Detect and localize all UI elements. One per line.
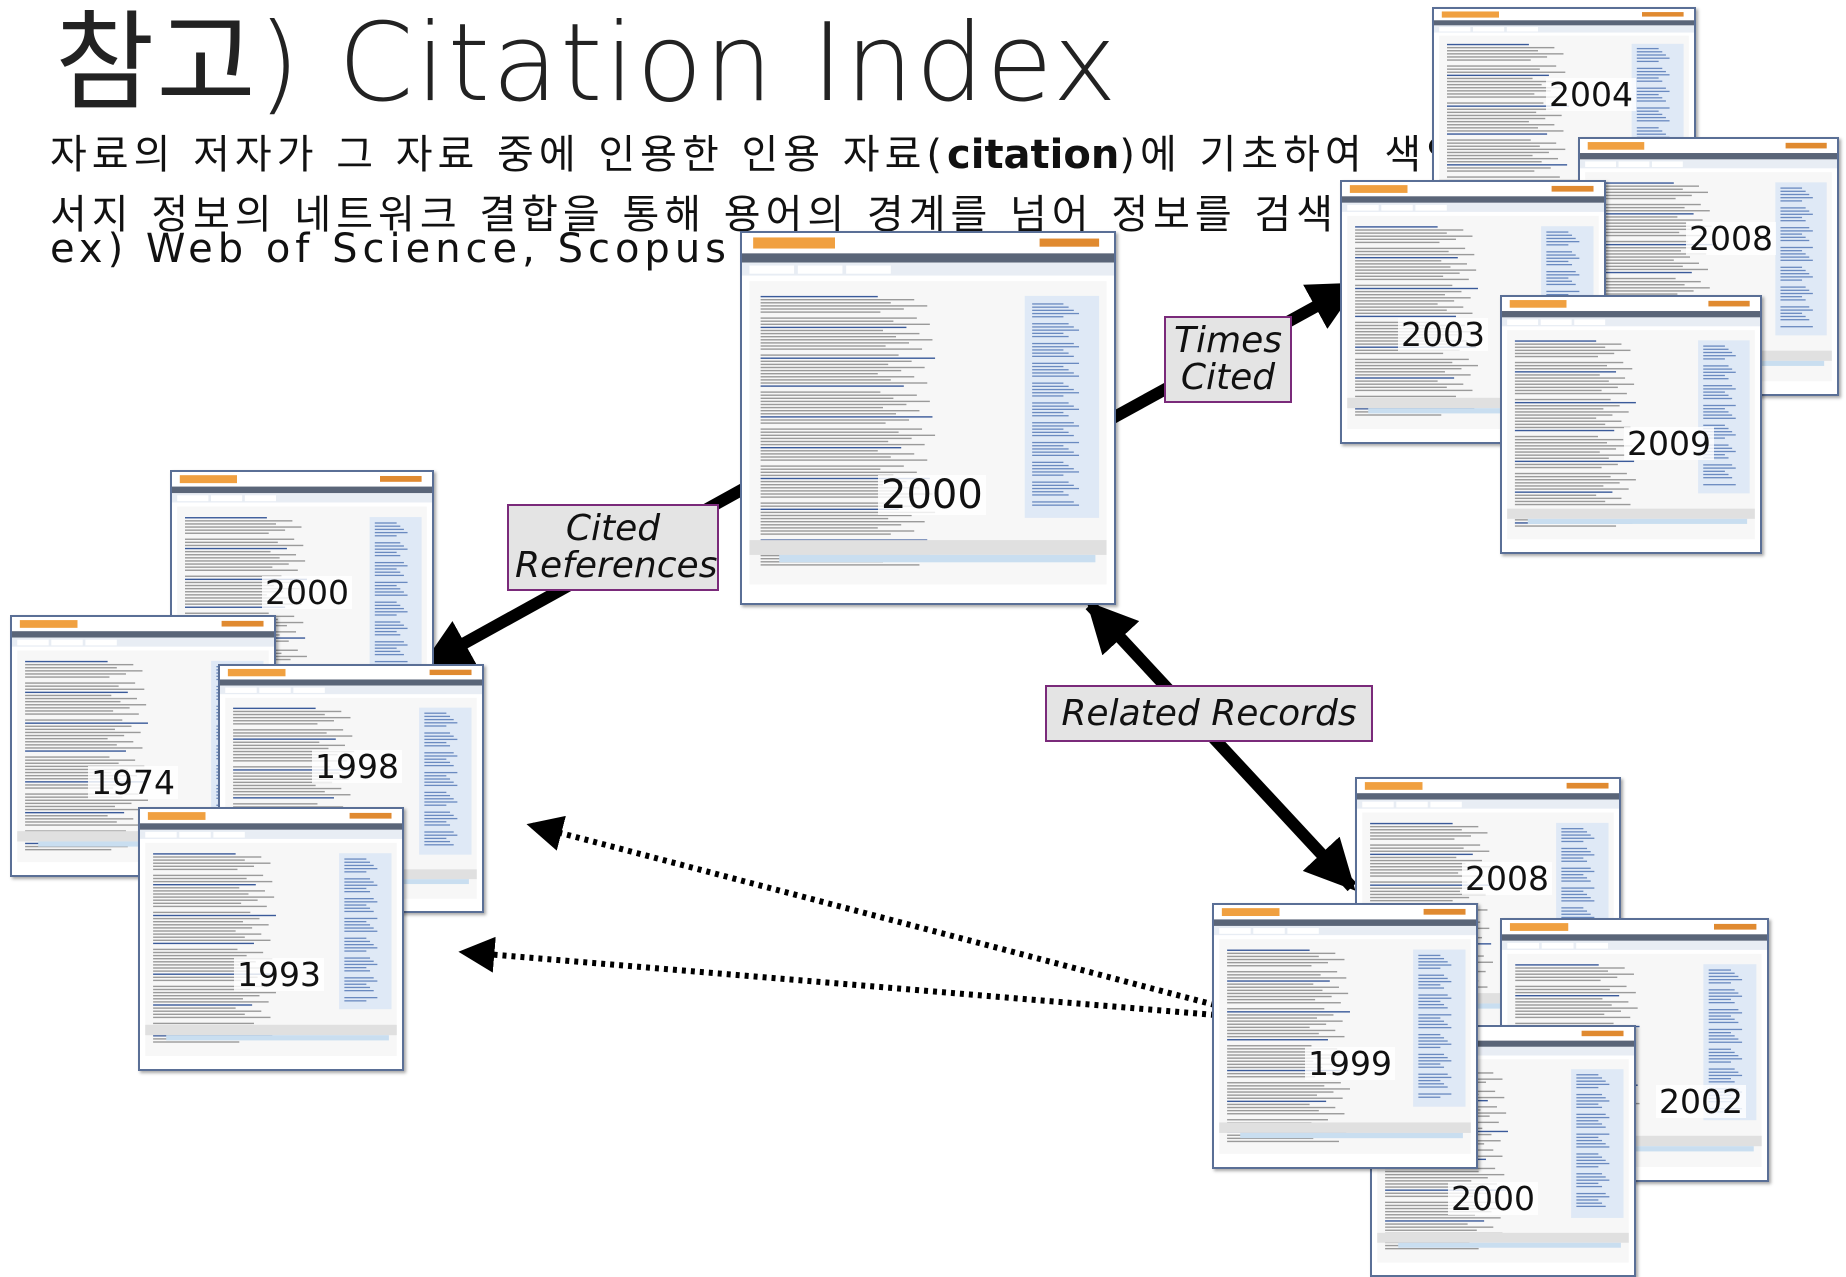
description-line-3: ex) Web of Science, Scopus [50, 226, 732, 272]
page-title: 참고) Citation Index [55, 1, 1119, 126]
year-label: 1999 [1305, 1047, 1395, 1080]
cited-references-label: Cited References [507, 504, 719, 591]
year-label: 2008 [1686, 222, 1776, 255]
year-label: 2009 [1624, 427, 1714, 460]
page-mockup [140, 809, 402, 1056]
year-label: 2002 [1656, 1085, 1746, 1118]
year-label: 1993 [234, 958, 324, 991]
description-line-1: 자료의 저자가 그 자료 중에 인용한 인용 자료(citation)에 기초하… [50, 132, 1468, 178]
year-label: 2008 [1462, 862, 1552, 895]
year-label: 2000 [1448, 1182, 1538, 1215]
page-mockup [1580, 139, 1837, 382]
record-thumbnail [1212, 903, 1478, 1169]
year-label: 1998 [312, 750, 402, 783]
center-record-thumbnail [740, 231, 1116, 605]
year-label: 2004 [1546, 78, 1636, 111]
year-label: 2003 [1398, 318, 1488, 351]
page-mockup [742, 233, 1114, 585]
dotted-link-1993 [458, 936, 1216, 1018]
dotted-link-1998 [526, 815, 1216, 1008]
year-label: 2000 [262, 576, 352, 609]
page-mockup [1214, 905, 1476, 1154]
center-year-label: 2000 [878, 475, 986, 515]
times-cited-label: Times Cited [1164, 316, 1292, 403]
related-records-label: Related Records [1045, 685, 1373, 743]
description-line-2: 서지 정보의 네트워크 결합을 통해 용어의 경계를 넘어 정보를 검색 [50, 192, 1339, 238]
related-records-arrow [1085, 600, 1357, 892]
record-thumbnail [138, 807, 404, 1071]
year-label: 1974 [88, 766, 178, 799]
